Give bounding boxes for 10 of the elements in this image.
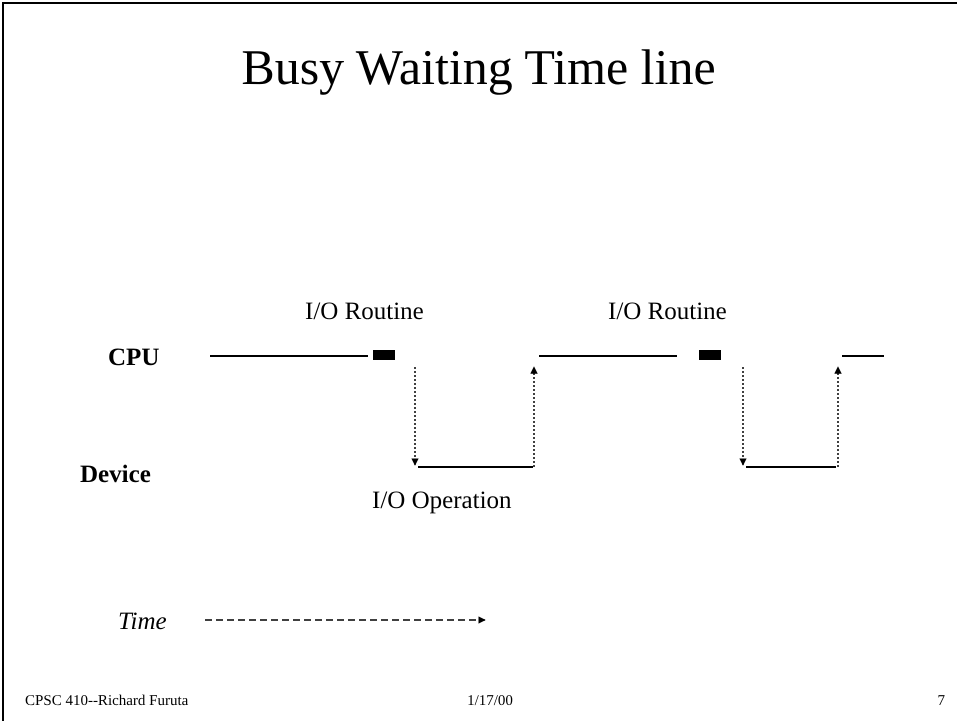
footer-text: CPSC 410--Richard Furuta [25, 694, 188, 709]
row-label: Device [80, 462, 151, 487]
axis-label: Time [118, 609, 167, 634]
phase-label: I/O Operation [372, 488, 512, 513]
slide-title: Busy Waiting Time line [240, 38, 717, 96]
row-label: CPU [108, 345, 160, 370]
page-number: 7 [938, 694, 945, 709]
phase-label: I/O Routine [305, 299, 424, 324]
footer-date: 1/17/00 [467, 694, 513, 709]
phase-label: I/O Routine [608, 299, 727, 324]
